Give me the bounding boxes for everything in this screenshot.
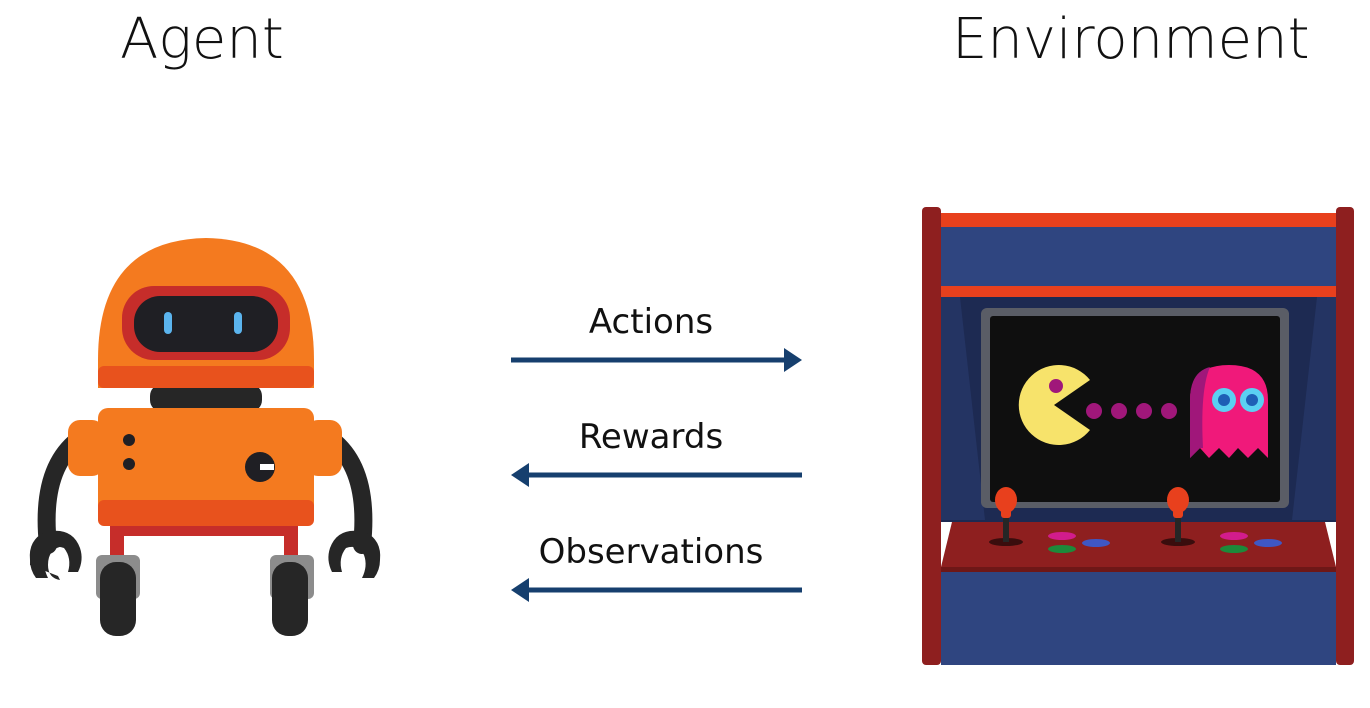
rewards-label: Rewards xyxy=(578,417,724,457)
robot-icon xyxy=(29,238,381,636)
joystick-right-icon xyxy=(1161,487,1195,546)
observations-arrow xyxy=(511,578,802,602)
joystick-left-icon xyxy=(989,487,1023,546)
observations-label: Observations xyxy=(538,532,764,572)
environment-title: Environment xyxy=(952,7,1310,72)
pacman-icon xyxy=(1018,364,1090,445)
actions-label: Actions xyxy=(588,302,714,342)
arcade-machine-icon xyxy=(922,207,1354,665)
agent-title: Agent xyxy=(120,7,284,72)
rewards-arrow xyxy=(511,463,802,487)
actions-arrow xyxy=(511,348,802,372)
ghost-icon xyxy=(1190,365,1268,458)
